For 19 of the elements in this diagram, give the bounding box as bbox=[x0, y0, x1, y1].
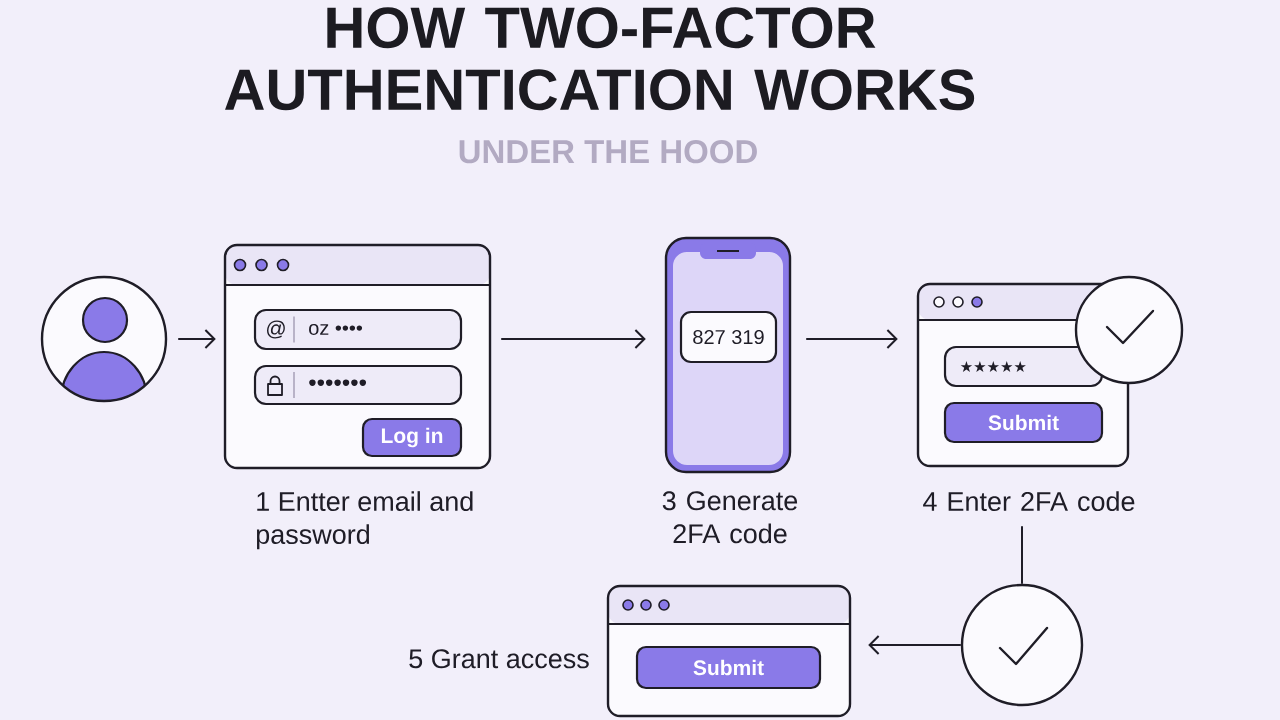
user-avatar bbox=[40, 275, 168, 403]
submit-button: Submit bbox=[635, 645, 822, 690]
submit-button: Submit bbox=[943, 401, 1104, 444]
arrow bbox=[805, 329, 898, 349]
subtitle: UNDER THE HOOD bbox=[459, 139, 757, 164]
arrow bbox=[500, 329, 646, 349]
code-field: ★★★★★ bbox=[943, 345, 1104, 388]
arrow bbox=[868, 635, 962, 655]
step-caption: 4 Enter 2FA code bbox=[923, 491, 1135, 512]
connector-line bbox=[1021, 525, 1023, 585]
code-display: 827 319 bbox=[679, 310, 778, 364]
title: HOW TWO-FACTOR AUTHENTICATION WORKS bbox=[225, 7, 975, 111]
step-caption: 1 Entter email and password bbox=[256, 491, 473, 550]
email-field: @ oz •••• bbox=[253, 308, 463, 351]
step-caption: 3 Generate 2FA code bbox=[662, 491, 798, 544]
step-caption: 5 Grant access bbox=[409, 649, 589, 669]
login-button: Log in bbox=[361, 417, 463, 458]
arrow bbox=[177, 329, 216, 349]
password-field: ••••••• bbox=[253, 364, 463, 406]
